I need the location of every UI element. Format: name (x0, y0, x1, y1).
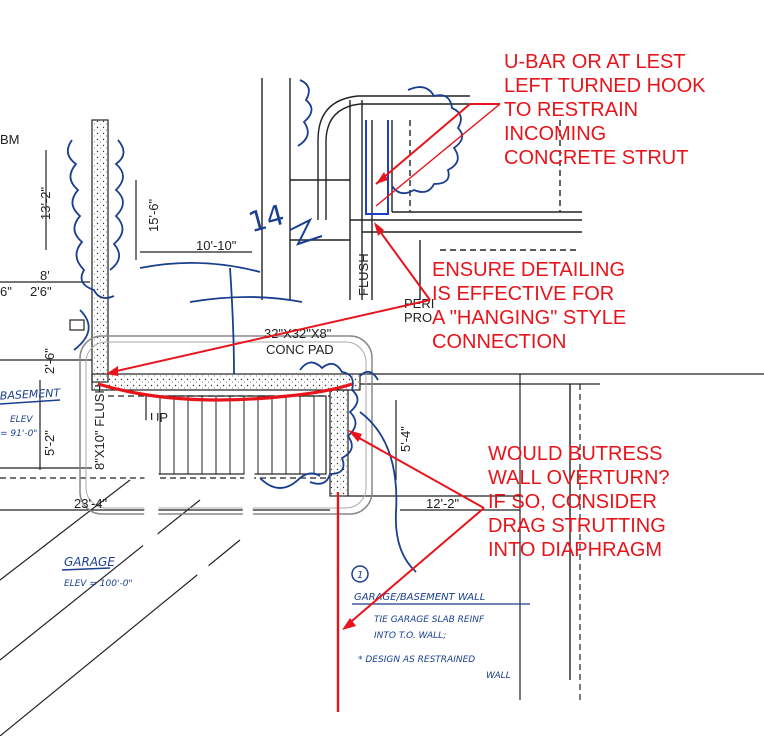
stair-treads (159, 396, 315, 474)
garage-label: GARAGE (64, 555, 115, 569)
note1-line1: U-BAR OR AT LEST (504, 51, 686, 73)
basement-elev-label: ELEV (10, 415, 33, 425)
note2-line1: ENSURE DETAILING (432, 259, 625, 281)
pro-label: PRO (404, 310, 432, 325)
annotation-note-3: WOULD BUTRESS WALL OVERTURN? IF SO, CONS… (488, 443, 670, 561)
dim-2-6b: 2'-6" (42, 348, 57, 374)
top-wall (91, 373, 361, 391)
butress-wall (329, 389, 349, 497)
note1-line3: TO RESTRAIN (504, 99, 638, 121)
dim-5-2: 5'-2" (42, 430, 57, 456)
conc-pad-inner (85, 341, 367, 509)
wall-note-2: TIE GARAGE SLAB REINF (374, 615, 485, 625)
note3-line3: IF SO, CONSIDER (488, 491, 657, 513)
wall-note-4: * DESIGN AS RESTRAINED (358, 655, 475, 665)
note3-line4: DRAG STRUTTING (488, 515, 666, 537)
wall-note-3: INTO T.O. WALL; (374, 631, 446, 641)
dim-10-10: 10'-10" (196, 238, 237, 253)
blue-clouds (66, 139, 417, 573)
annotation-note-1: U-BAR OR AT LEST LEFT TURNED HOOK TO RES… (504, 51, 706, 169)
garage-elev: ELEV = 100'-0" (64, 579, 133, 589)
wall-note-1: GARAGE/BASEMENT WALL (354, 592, 485, 603)
conc-pad-outline (79, 335, 373, 515)
note3-line1: WOULD BUTRESS (488, 443, 662, 465)
note2-line4: CONNECTION (432, 331, 566, 353)
note1-line4: INCOMING (504, 123, 606, 145)
handwritten-notes: BASEMENT ELEV = 91'-0" GARAGE ELEV = 100… (0, 386, 530, 681)
dim-12-2: 12'-2" (426, 496, 460, 511)
dim-8: 8' (40, 268, 50, 283)
note2-line3: A "HANGING" STYLE (432, 307, 626, 329)
dim-5-4: 5'-4" (398, 426, 413, 452)
pad-label: CONC PAD (266, 342, 334, 357)
note3-line2: WALL OVERTURN? (488, 467, 670, 489)
note1-line5: CONCRETE STRUT (504, 147, 688, 169)
flush-label: FLUSH (356, 253, 371, 296)
dim-2-6a: 2'6" (30, 284, 52, 299)
dim-23-4: 23'-4" (74, 496, 108, 511)
flush-label-2: 8"X10" FLUSH (92, 384, 107, 470)
pad-size: 32"X32"X8" (264, 326, 332, 341)
annotation-note-2: ENSURE DETAILING IS EFFECTIVE FOR A "HAN… (432, 259, 626, 353)
dim-15-6: 15'-6" (146, 198, 161, 232)
basement-label: BASEMENT (0, 386, 62, 402)
eraser-marks (141, 419, 259, 631)
bm-label: BM (0, 132, 20, 147)
detail-number: 1 (357, 570, 363, 581)
note2-line2: IS EFFECTIVE FOR (432, 283, 614, 305)
red-markup (97, 103, 501, 712)
note1-line2: LEFT TURNED HOOK (504, 75, 706, 97)
note3-line5: INTO DIAPHRAGM (488, 539, 662, 561)
detail-inset: 14 FLUSH (245, 78, 582, 300)
basement-elev-value: = 91'-0" (0, 429, 37, 439)
wall-note-5: WALL (486, 671, 511, 681)
dimension-labels: BM 13'-2" 15'-6" 10'-10" 8' 6" 2'6" 2'-6… (0, 132, 460, 511)
dim-6: 6" (0, 284, 12, 299)
dim-13-2: 13'-2" (38, 186, 53, 220)
